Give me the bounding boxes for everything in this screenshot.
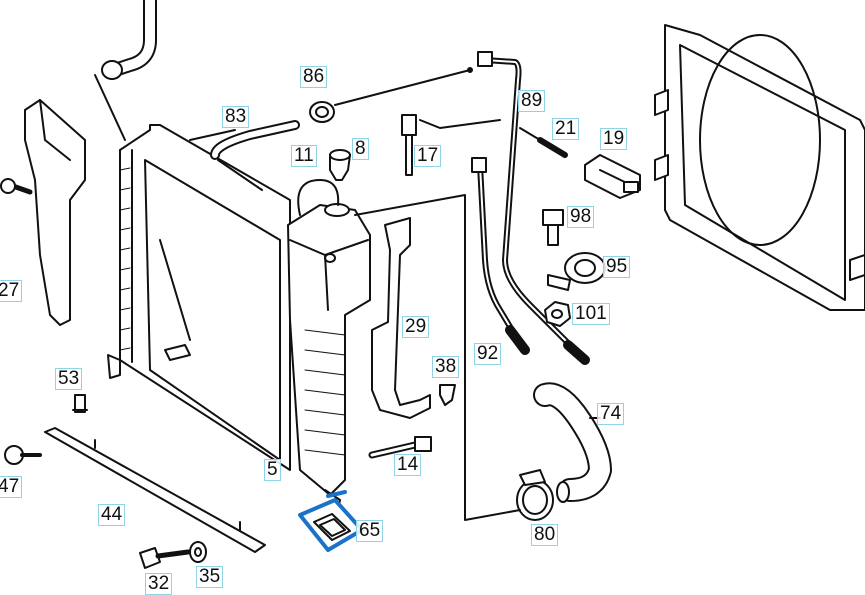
leader-line	[354, 194, 521, 521]
bolt-98-part[interactable]	[542, 209, 564, 246]
label-101[interactable]: 101	[572, 303, 610, 325]
radiator-part[interactable]	[107, 124, 291, 471]
upper-hose-part[interactable]	[94, 0, 157, 141]
label-19[interactable]: 19	[600, 128, 628, 150]
switch-19-part[interactable]	[584, 154, 641, 199]
label-83[interactable]: 83	[222, 106, 250, 128]
washer-35-part[interactable]	[189, 541, 207, 563]
clamp-95-part[interactable]	[547, 252, 606, 291]
side-panel-27-part[interactable]	[0, 99, 86, 326]
label-27[interactable]: 27	[0, 280, 23, 302]
label-95[interactable]: 95	[603, 256, 631, 278]
vent-hose-part[interactable]	[297, 179, 340, 216]
label-35[interactable]: 35	[196, 566, 224, 588]
label-53[interactable]: 53	[55, 368, 83, 390]
label-14[interactable]: 14	[394, 454, 422, 476]
label-21[interactable]: 21	[552, 118, 580, 140]
clip-38-part[interactable]	[439, 384, 456, 406]
label-86[interactable]: 86	[300, 66, 328, 88]
label-44[interactable]: 44	[98, 504, 126, 526]
sensor-17-part[interactable]	[401, 114, 501, 176]
label-92[interactable]: 92	[474, 343, 502, 365]
label-5[interactable]: 5	[264, 459, 281, 481]
fan-shroud-part[interactable]	[654, 24, 865, 311]
cooler-pipe-89-part[interactable]	[477, 51, 590, 365]
bolt-32-part[interactable]	[139, 547, 191, 569]
expansion-tank-part[interactable]	[287, 203, 371, 511]
label-89[interactable]: 89	[518, 90, 546, 112]
cooler-pipe-92-part[interactable]	[471, 157, 530, 355]
cap-8-part[interactable]	[329, 149, 351, 181]
label-8[interactable]: 8	[352, 138, 369, 160]
label-65[interactable]: 65	[356, 520, 384, 542]
clip-53-part[interactable]	[72, 394, 88, 413]
screw-21-part[interactable]	[519, 127, 568, 158]
clamp-86-part[interactable]	[309, 67, 473, 123]
drain-plug-14-part[interactable]	[368, 436, 432, 459]
label-98[interactable]: 98	[567, 206, 595, 228]
nut-101-part[interactable]	[544, 301, 571, 327]
hose-83-part[interactable]	[189, 120, 300, 191]
bracket-29-part[interactable]	[371, 217, 431, 419]
label-47[interactable]: 47	[0, 476, 23, 498]
rubber-mount-65-part[interactable]	[298, 490, 364, 552]
screw-47-part[interactable]	[4, 445, 42, 465]
label-17[interactable]: 17	[414, 145, 442, 167]
label-32[interactable]: 32	[145, 573, 173, 595]
label-29[interactable]: 29	[402, 316, 430, 338]
label-80[interactable]: 80	[531, 524, 559, 546]
label-11[interactable]: 11	[291, 145, 317, 167]
label-38[interactable]: 38	[432, 356, 460, 378]
seal-strip-44-part[interactable]	[44, 427, 266, 553]
clamp-80-part[interactable]	[516, 469, 554, 521]
label-74[interactable]: 74	[597, 403, 625, 425]
lower-hose-74-part[interactable]	[533, 382, 612, 503]
